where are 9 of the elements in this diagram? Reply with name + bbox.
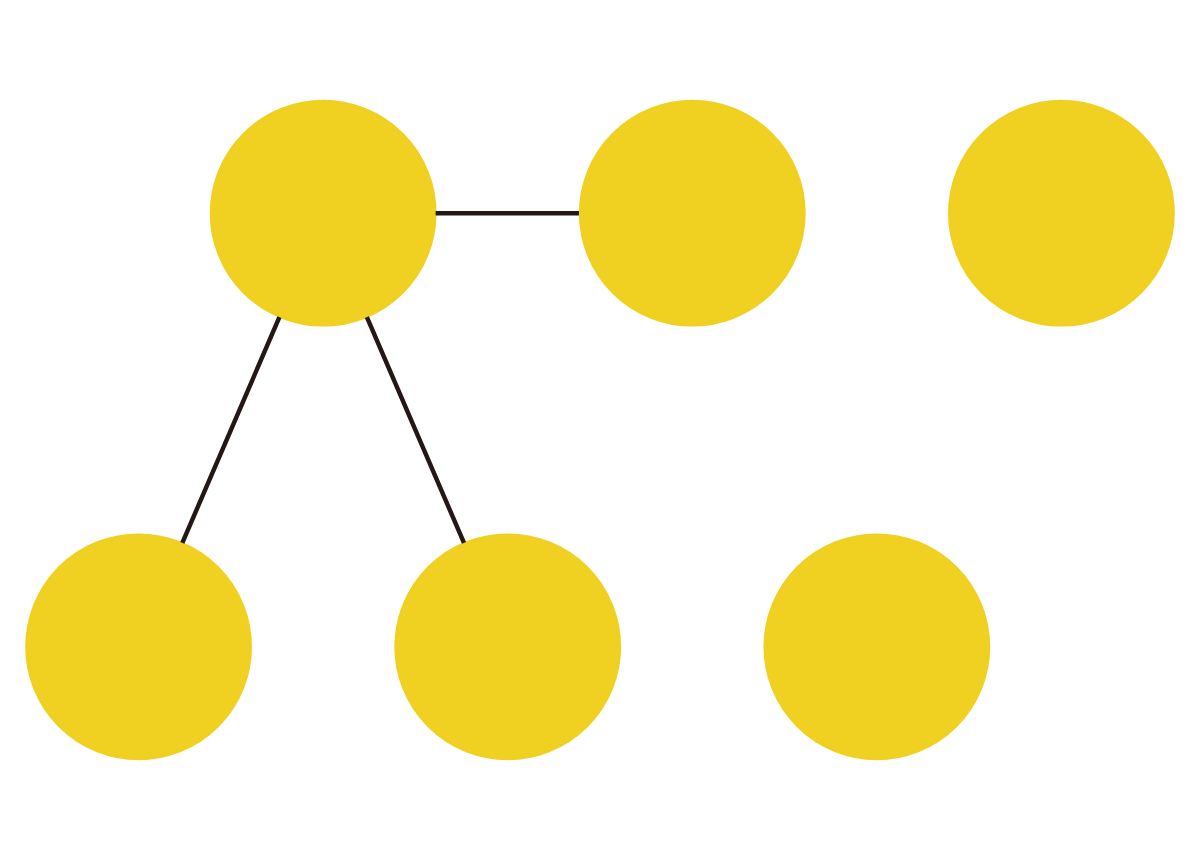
node-circle — [394, 532, 622, 760]
connector — [364, 315, 467, 543]
connector — [180, 315, 282, 543]
node-circle — [578, 98, 806, 326]
node-circle — [763, 532, 991, 760]
connector — [435, 209, 579, 215]
node-circle — [209, 98, 437, 326]
node-circle — [948, 98, 1175, 326]
node-circle — [25, 532, 252, 760]
